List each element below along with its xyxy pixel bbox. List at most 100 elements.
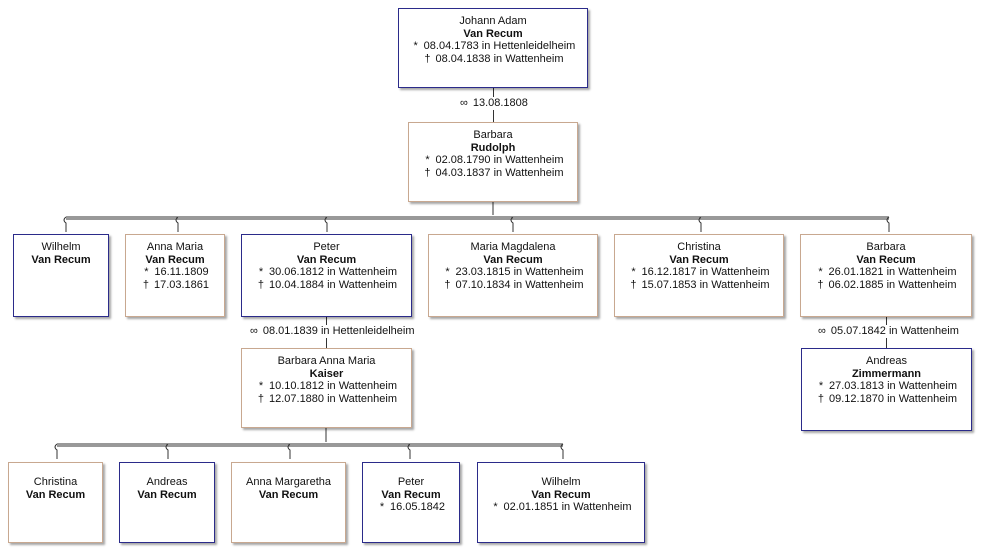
death-symbol: † — [817, 278, 824, 291]
birth-line: * 27.03.1813 in Wattenheim — [802, 380, 971, 393]
surname: Van Recum — [25, 488, 86, 501]
death-line: †10.04.1884 in Wattenheim — [242, 279, 411, 292]
given-name: Johann Adam — [459, 15, 527, 27]
person-card-maria-magdalena-van-recum[interactable]: Maria Magdalena Van Recum *23.03.1815 in… — [428, 234, 598, 317]
birth-date: 26.01.1821 in Wattenheim — [828, 266, 957, 279]
children-bus-1-drop-2 — [324, 216, 328, 232]
surname: Van Recum — [137, 488, 197, 501]
death-date: 04.03.1837 in Wattenheim — [435, 166, 564, 179]
children-bus-1-drop-5 — [886, 216, 890, 232]
person-card-peter-van-recum-2[interactable]: Peter Van Recum *16.05.1842 — [362, 462, 460, 543]
birth-symbol: * — [144, 266, 149, 279]
given-name: Wilhelm — [41, 241, 81, 253]
marriage-date: 13.08.1808 — [472, 97, 528, 109]
person-card-andreas-van-recum[interactable]: Andreas Van Recum — [119, 462, 215, 543]
surname: Van Recum — [531, 488, 591, 501]
death-symbol: † — [444, 278, 451, 291]
birth-line: * 16.12.1817 in Wattenheim — [615, 266, 783, 279]
person-card-wilhelm-van-recum-2[interactable]: Wilhelm Van Recum * 02.01.1851 in Wattenh… — [477, 462, 645, 543]
person-card-barbara-van-recum[interactable]: Barbara Van Recum * 26.01.1821 in Wattenh… — [800, 234, 972, 317]
death-symbol: † — [817, 392, 825, 405]
children-bus-1-drop-1 — [175, 216, 179, 232]
death-line: † 15.07.1853 in Wattenheim — [615, 279, 783, 292]
person-card-barbara-anna-maria-kaiser[interactable]: Barbara Anna Maria Kaiser *10.10.1812 in… — [241, 348, 412, 428]
marriage-label-2: ∞08.01.1839 in Hettenleidelheim — [248, 325, 419, 338]
given-name: Barbara Anna Maria — [277, 355, 376, 367]
birth-line: * 23.03.1815 in Wattenheim — [429, 266, 597, 279]
death-line: † 04.03.1837 in Wattenheim — [409, 167, 577, 180]
given-name: Andreas — [146, 476, 188, 488]
person-card-peter-van-recum[interactable]: Peter Van Recum *30.06.1812 in Wattenhei… — [241, 234, 412, 317]
death-symbol: † — [424, 52, 431, 65]
birth-line: * 30.06.1812 in Wattenheim — [242, 266, 411, 279]
birth-line: *16.05.1842 — [363, 501, 459, 514]
surname: Van Recum — [669, 253, 729, 266]
children-bus-1-drop-4 — [698, 216, 702, 232]
given-name: Andreas — [866, 355, 907, 367]
given-name: Christina — [677, 241, 721, 253]
death-date: 09.12.1870 in Wattenheim — [828, 392, 957, 405]
person-card-anna-margaretha-van-recum[interactable]: Anna Margaretha Van Recum — [231, 462, 346, 543]
marriage-icon: ∞ — [818, 325, 826, 337]
surname: Van Recum — [296, 253, 357, 266]
birth-date: 23.03.1815 in Wattenheim — [455, 266, 584, 279]
death-symbol: † — [424, 166, 431, 179]
surname: Van Recum — [381, 488, 441, 501]
person-card-wilhelm-van-recum[interactable]: Wilhelm Van Recum — [13, 234, 109, 317]
birth-line: * 08.04.1783 in Hettenleidelheim — [399, 40, 587, 53]
surname: Van Recum — [483, 253, 543, 266]
children-bus-1-drop-3 — [510, 216, 514, 232]
birth-date: 08.04.1783 in Hettenleidelheim — [423, 40, 576, 53]
person-card-anna-maria-van-recum[interactable]: Anna Maria Van Recum *16.11.1809 †17.03.… — [125, 234, 225, 317]
death-line: †12.07.1880 in Wattenheim — [242, 393, 411, 406]
death-date: 15.07.1853 in Wattenheim — [641, 278, 770, 291]
birth-symbol: * — [258, 380, 264, 393]
birth-symbol: * — [413, 40, 418, 53]
marriage-date: 05.07.1842 in Wattenheim — [830, 325, 959, 337]
birth-date: 02.01.1851 in Wattenheim — [503, 501, 632, 514]
death-line: †17.03.1861 — [126, 279, 224, 292]
death-date: 10.04.1884 in Wattenheim — [268, 278, 397, 291]
person-card-johann-adam-van-recum[interactable]: Johann Adam Van Recum * 08.04.1783 in Het… — [398, 8, 588, 88]
surname: Van Recum — [856, 253, 916, 266]
death-line: †08.04.1838 in Wattenheim — [399, 53, 587, 66]
marriage-label-1: ∞13.08.1808 — [458, 97, 532, 110]
children-bus-2-drop-0 — [54, 443, 58, 459]
death-line: † 06.02.1885 in Wattenheim — [801, 279, 971, 292]
birth-symbol: * — [258, 266, 264, 279]
given-name: Barbara — [866, 241, 906, 253]
surname: Van Recum — [31, 253, 91, 266]
birth-symbol: * — [445, 266, 450, 279]
person-card-christina-van-recum[interactable]: Christina Van Recum * 16.12.1817 in Watte… — [614, 234, 784, 317]
children-bus-2-drop-3 — [407, 443, 411, 459]
given-name: Wilhelm — [541, 476, 581, 488]
given-name: Christina — [33, 476, 78, 488]
birth-date: 27.03.1813 in Wattenheim — [828, 380, 957, 393]
death-symbol: † — [142, 278, 150, 291]
birth-symbol: * — [818, 380, 824, 393]
birth-symbol: * — [818, 266, 823, 279]
death-date: 12.07.1880 in Wattenheim — [268, 392, 397, 405]
person-card-christina-van-recum-2[interactable]: Christina Van Recum — [8, 462, 103, 543]
death-date: 17.03.1861 — [153, 278, 210, 291]
death-symbol: † — [630, 278, 637, 291]
birth-line: *02.08.1790 in Wattenheim — [409, 154, 577, 167]
birth-line: * 10.10.1812 in Wattenheim — [242, 380, 411, 393]
birth-line: * 26.01.1821 in Wattenheim — [801, 266, 971, 279]
birth-date: 16.12.1817 in Wattenheim — [641, 266, 770, 279]
surname: Van Recum — [463, 27, 523, 40]
birth-date: 16.05.1842 — [389, 501, 446, 514]
death-date: 06.02.1885 in Wattenheim — [828, 278, 957, 291]
surname: Van Recum — [145, 253, 205, 266]
person-card-barbara-rudolph[interactable]: Barbara Rudolph *02.08.1790 in Wattenhei… — [408, 122, 578, 202]
birth-date: 30.06.1812 in Wattenheim — [268, 266, 397, 279]
person-card-andreas-zimmermann[interactable]: Andreas Zimmermann * 27.03.1813 in Watten… — [801, 348, 972, 431]
birth-date: 10.10.1812 in Wattenheim — [268, 380, 397, 393]
birth-date: 02.08.1790 in Wattenheim — [435, 154, 564, 167]
birth-symbol: * — [631, 266, 636, 279]
marriage-icon: ∞ — [250, 325, 258, 337]
birth-date: 16.11.1809 — [154, 266, 209, 279]
given-name: Anna Margaretha — [246, 476, 331, 488]
surname: Zimmermann — [851, 367, 922, 380]
birth-symbol: * — [493, 501, 498, 514]
